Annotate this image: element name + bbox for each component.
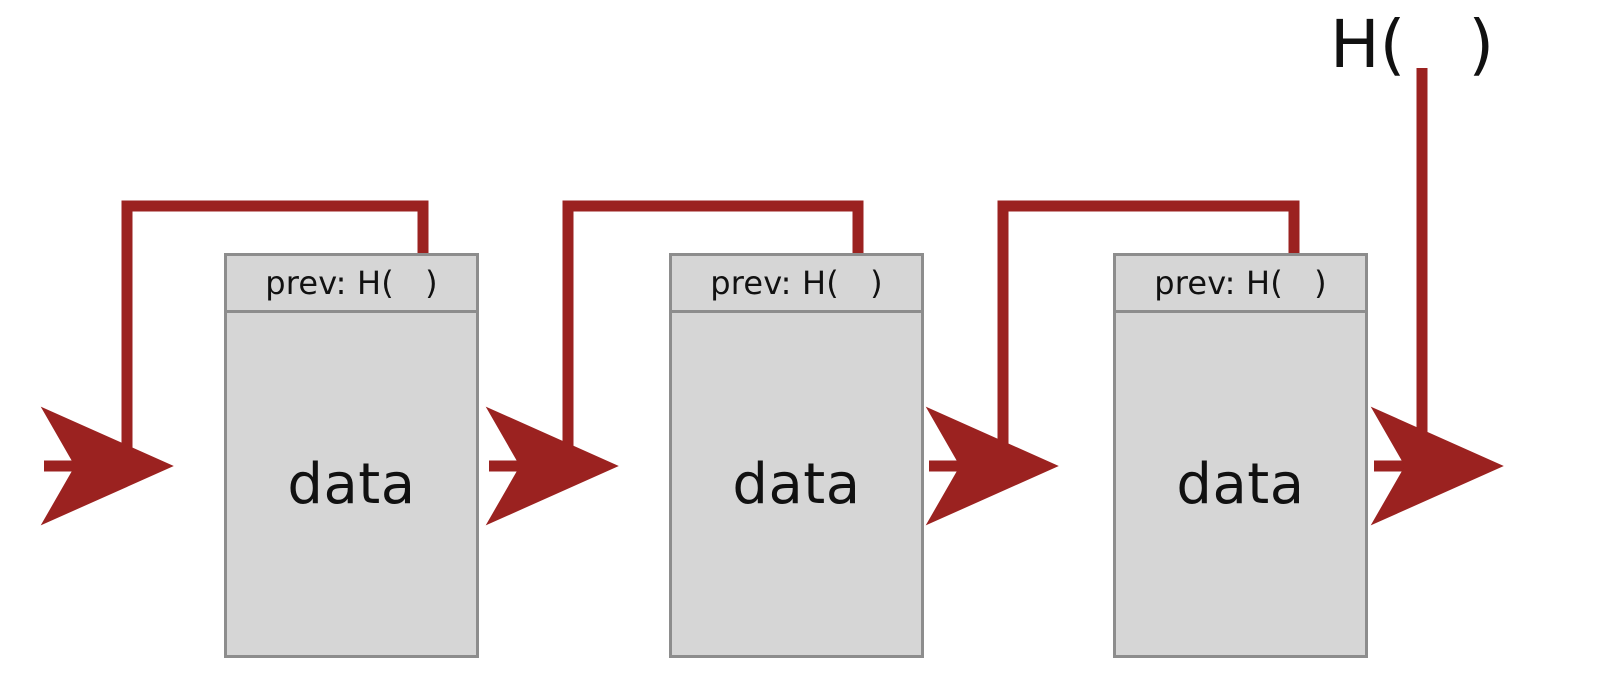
block-2-data-label: data [732,451,861,517]
block-3: prev: H( ) data [1113,253,1368,658]
block-1-prev-hash-label: prev: H( ) [227,256,476,313]
block-1: prev: H( ) data [224,253,479,658]
pointer-from-block-3 [925,200,1300,526]
block-1-data-label: data [287,451,416,517]
pointer-from-block-1 [40,200,429,526]
block-3-data-label: data [1176,451,1305,517]
block-2-prev-hash-label: prev: H( ) [672,256,921,313]
block-2: prev: H( ) data [669,253,924,658]
pointer-from-block-2 [485,200,864,526]
block-3-prev-hash-label: prev: H( ) [1116,256,1365,313]
pointer-head [1370,68,1504,526]
head-pointer-label: H( ) [1330,6,1495,83]
